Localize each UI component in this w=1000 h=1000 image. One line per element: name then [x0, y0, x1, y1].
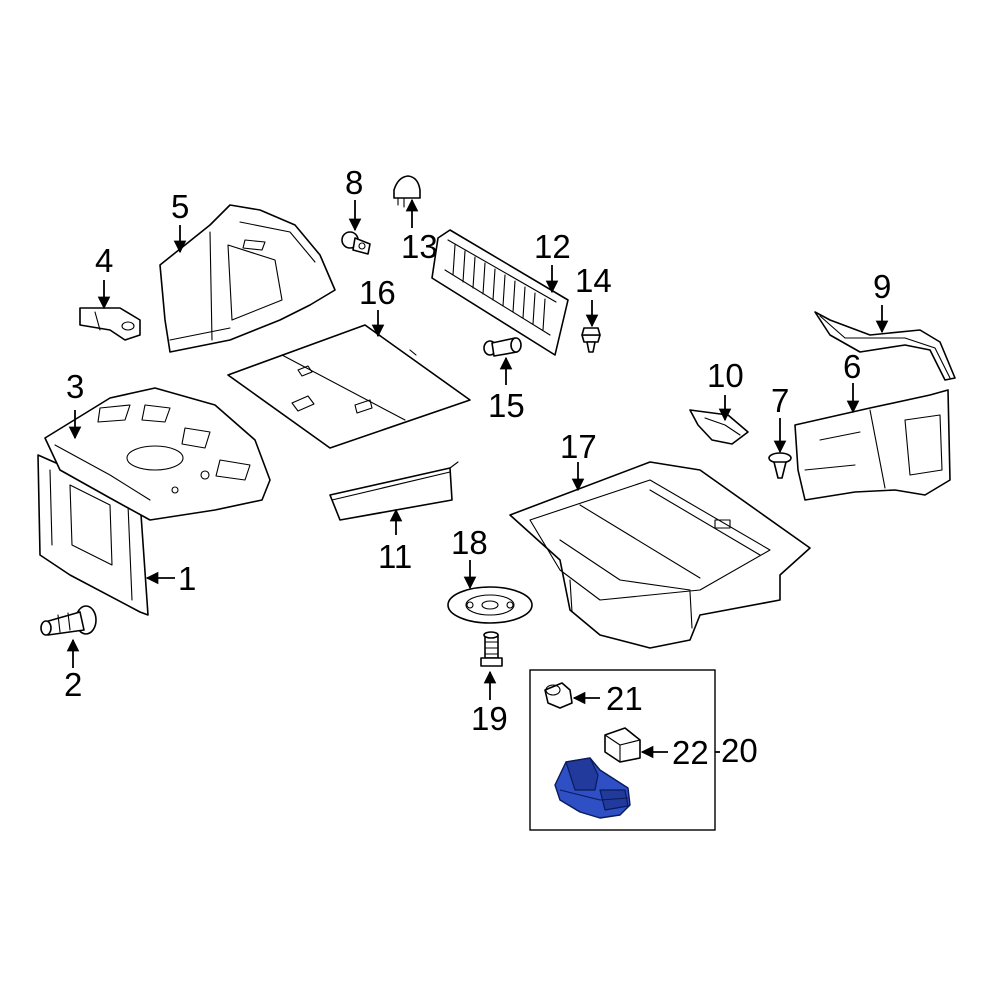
- part-15-fastener[interactable]: [483, 337, 522, 357]
- callout-16: 16: [359, 274, 396, 311]
- part-17-spare-tub[interactable]: [509, 461, 811, 649]
- part-21-cap[interactable]: [544, 682, 573, 709]
- part-14-clip[interactable]: [581, 327, 601, 353]
- part-13-bumper[interactable]: [393, 175, 421, 208]
- callout-17: 17: [560, 428, 597, 465]
- part-4-bracket[interactable]: [79, 307, 141, 341]
- callout-2: 2: [64, 666, 82, 703]
- callout-3: 3: [66, 368, 84, 405]
- part-11-sill-trim[interactable]: [329, 461, 459, 521]
- callout-18: 18: [451, 524, 488, 561]
- callout-6: 6: [843, 348, 861, 385]
- callout-7: 7: [771, 382, 789, 419]
- part-16-floor-board[interactable]: [227, 324, 471, 449]
- callout-20: 20: [721, 732, 758, 769]
- part-8-clip[interactable]: [341, 231, 371, 255]
- part-20-inset: [529, 669, 716, 831]
- part-5-left-side-trim[interactable]: [159, 204, 336, 353]
- part-6-right-side-trim[interactable]: [794, 389, 951, 501]
- callout-21: 21: [606, 680, 643, 717]
- callout-labels: 1 2 3 4 5 6 7 8 9 10 11 12 13 14 15 16 1…: [64, 164, 891, 771]
- part-18-tire-holder[interactable]: [447, 586, 533, 624]
- part-10-hook[interactable]: [689, 409, 749, 445]
- leader-arrows: [66, 198, 889, 759]
- part-12-trim-cover[interactable]: [431, 229, 569, 356]
- callout-8: 8: [345, 164, 363, 201]
- part-22-block[interactable]: [604, 727, 641, 763]
- part-19-bolt[interactable]: [480, 631, 503, 667]
- callout-11: 11: [378, 538, 412, 575]
- callout-15: 15: [488, 387, 525, 424]
- part-2-push-clip[interactable]: [40, 605, 97, 636]
- callout-5: 5: [171, 188, 189, 225]
- callout-9: 9: [873, 268, 891, 305]
- callout-14: 14: [575, 262, 612, 299]
- part-7-push-rivet[interactable]: [768, 452, 792, 479]
- part-20-tray-highlighted[interactable]: [554, 757, 631, 819]
- callout-1: 1: [178, 560, 196, 597]
- part-9-weatherstrip[interactable]: [814, 311, 956, 381]
- part-3-package-tray[interactable]: [44, 387, 271, 521]
- callout-22: 22: [672, 734, 709, 771]
- callout-19: 19: [471, 700, 508, 737]
- callout-12: 12: [534, 228, 571, 265]
- callout-13: 13: [401, 228, 438, 265]
- callout-4: 4: [95, 242, 113, 279]
- callout-10: 10: [707, 357, 744, 394]
